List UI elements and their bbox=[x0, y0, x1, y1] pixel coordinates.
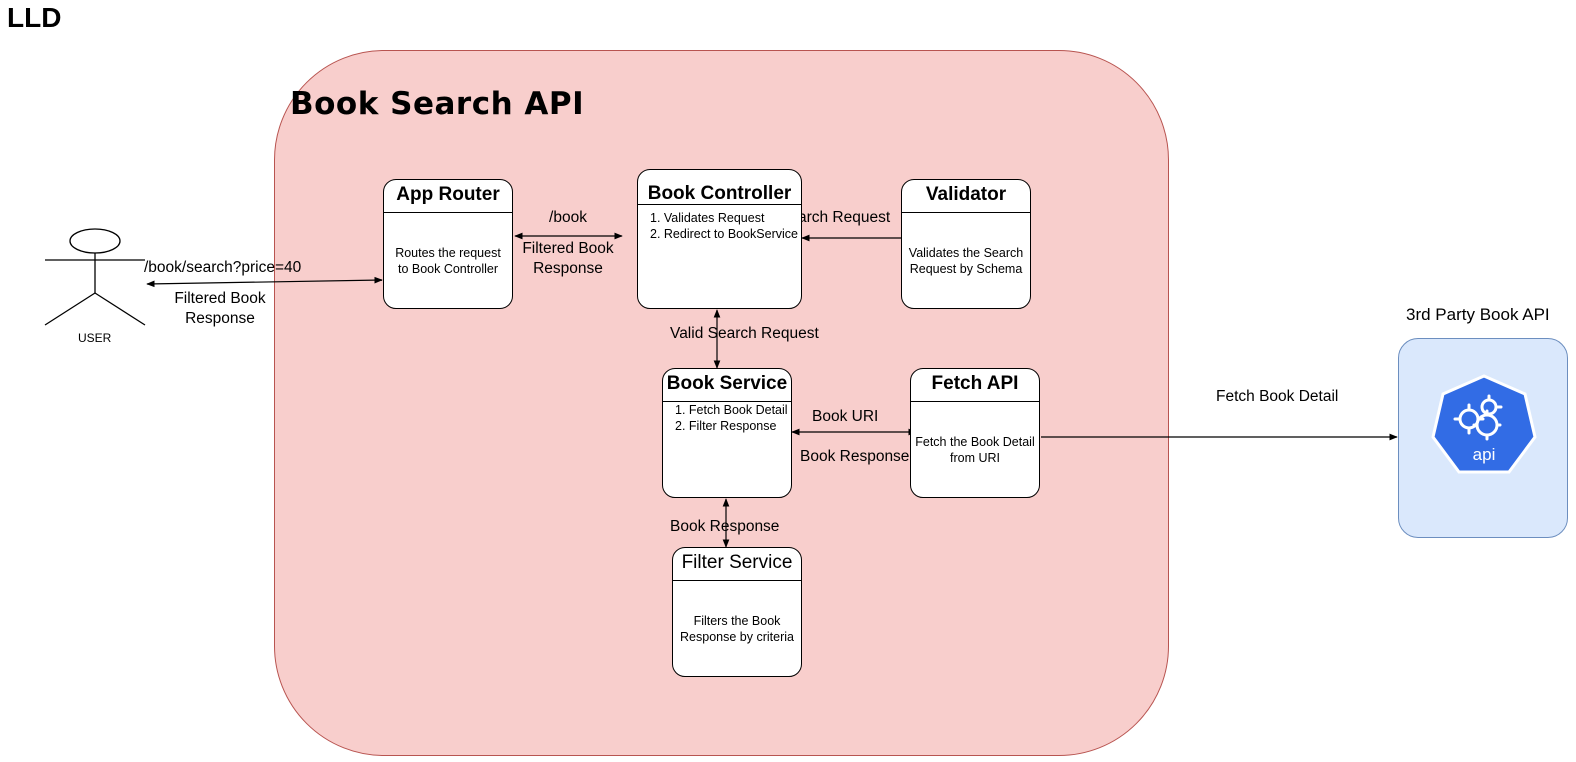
app-router-description: Routes the request to Book Controller bbox=[395, 245, 501, 276]
fetch-api-box[interactable]: Fetch API Fetch the Book Detail from URI bbox=[910, 368, 1040, 498]
edge-label-router-response: Filtered Book Response bbox=[522, 240, 614, 277]
edge-label-router-request: /book bbox=[549, 209, 587, 226]
book-service-item-2: 2. Filter Response bbox=[675, 419, 777, 433]
book-controller-list: 1. Validates Request 2. Redirect to Book… bbox=[638, 205, 801, 308]
edge-label-third-party: Fetch Book Detail bbox=[1216, 388, 1339, 405]
edge-label-filter: Book Response bbox=[670, 518, 780, 535]
filter-service-box[interactable]: Filter Service Filters the Book Response… bbox=[672, 547, 802, 677]
user-label: USER bbox=[78, 331, 112, 345]
book-controller-title: Book Controller bbox=[638, 170, 801, 205]
page-title: LLD bbox=[7, 2, 62, 33]
book-service-title: Book Service bbox=[663, 369, 791, 402]
edge-label-user-request: /book/search?price=40 bbox=[144, 259, 302, 276]
fetch-api-title: Fetch API bbox=[911, 369, 1039, 402]
edge-label-service-request: Valid Search Request bbox=[670, 325, 819, 342]
validator-title: Validator bbox=[902, 180, 1030, 213]
book-controller-item-1: 1. Validates Request bbox=[650, 211, 765, 225]
edge-label-fetch-response: Book Response bbox=[800, 448, 910, 465]
book-service-box[interactable]: Book Service 1. Fetch Book Detail 2. Fil… bbox=[662, 368, 792, 498]
container-title: Book Search API bbox=[290, 86, 585, 122]
book-service-list: 1. Fetch Book Detail 2. Filter Response bbox=[663, 402, 791, 497]
filter-service-description: Filters the Book Response by criteria bbox=[680, 613, 794, 644]
app-router-box[interactable]: App Router Routes the request to Book Co… bbox=[383, 179, 513, 309]
book-controller-item-2: 2. Redirect to BookService bbox=[650, 227, 798, 241]
fetch-api-description: Fetch the Book Detail from URI bbox=[915, 434, 1035, 465]
book-service-item-1: 1. Fetch Book Detail bbox=[675, 403, 788, 417]
edge-label-validator-request: Search Request bbox=[779, 209, 891, 226]
filter-service-title: Filter Service bbox=[673, 548, 801, 581]
third-party-api-box[interactable]: api bbox=[1398, 338, 1568, 538]
third-party-label: 3rd Party Book API bbox=[1406, 305, 1550, 324]
edge-label-fetch-request: Book URI bbox=[812, 408, 879, 425]
api-icon-text: api bbox=[1473, 445, 1496, 464]
book-controller-box[interactable]: Book Controller 1. Validates Request 2. … bbox=[637, 169, 802, 309]
user-actor-icon bbox=[44, 228, 146, 326]
validator-description: Validates the Search Request by Schema bbox=[908, 245, 1024, 276]
edge-label-user-response: Filtered Book Response bbox=[174, 290, 266, 327]
user-router-edge bbox=[146, 276, 383, 288]
api-gear-icon: api bbox=[1431, 374, 1537, 474]
validator-box[interactable]: Validator Validates the Search Request b… bbox=[901, 179, 1031, 309]
app-router-title: App Router bbox=[384, 180, 512, 213]
